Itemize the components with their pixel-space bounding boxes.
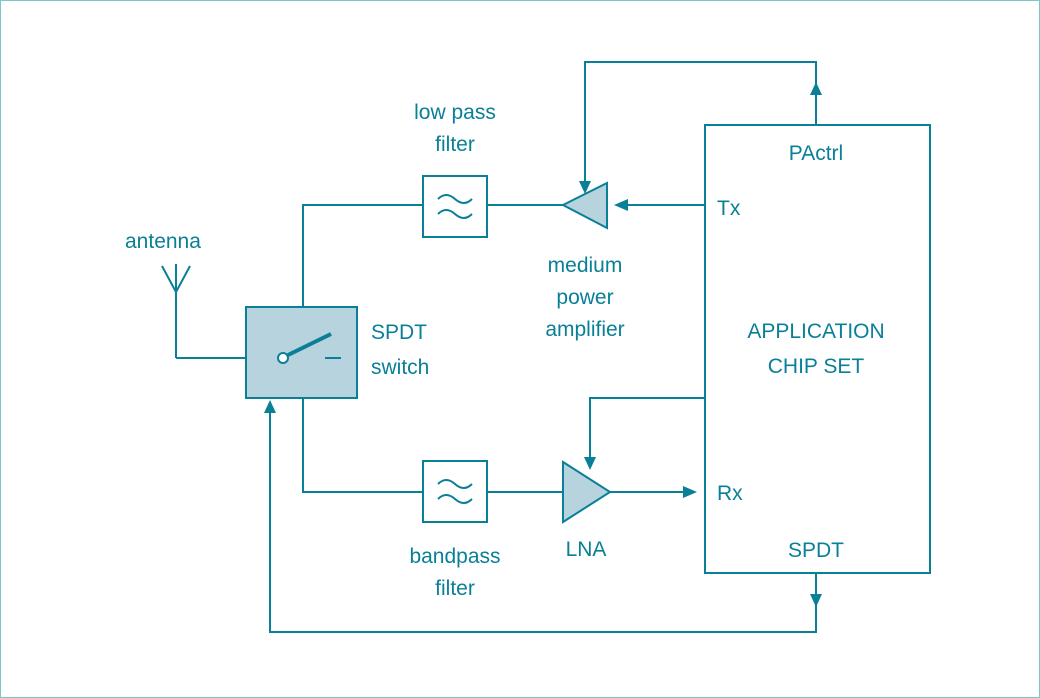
bandpass-filter-tilde-icon bbox=[437, 479, 473, 504]
spdt-control-arrow-up bbox=[264, 400, 276, 413]
bandpass-filter-block bbox=[422, 460, 488, 523]
amplifier-label-line1: medium bbox=[548, 254, 623, 277]
switch-pivot-icon bbox=[277, 352, 289, 364]
low-pass-filter-tilde-icon bbox=[437, 194, 473, 219]
lpf-label-line2: filter bbox=[435, 133, 475, 156]
rx-arrow bbox=[683, 486, 697, 498]
pin-pactrl-label: PActrl bbox=[789, 142, 843, 165]
antenna-icon bbox=[161, 264, 191, 358]
amplifier-label-line3: amplifier bbox=[545, 318, 624, 341]
switch-to-bpf-wire bbox=[302, 398, 423, 493]
lpf-label-line1: low pass bbox=[414, 101, 496, 124]
pactrl-arrow-down bbox=[579, 181, 591, 194]
spdt-switch-block bbox=[245, 306, 358, 399]
lna-control-arrow bbox=[584, 457, 596, 470]
bpf-label-line2: filter bbox=[435, 577, 475, 600]
low-pass-filter-block bbox=[422, 175, 488, 238]
bpf-label-line1: bandpass bbox=[409, 545, 500, 568]
switch-label-line2: switch bbox=[371, 356, 429, 379]
pin-rx-label: Rx bbox=[717, 482, 743, 505]
lpf-to-switch-wire bbox=[302, 204, 423, 307]
amplifier-label-line2: power bbox=[556, 286, 613, 309]
medium-power-amplifier-icon bbox=[560, 181, 608, 230]
chip-label-line2: CHIP SET bbox=[768, 355, 865, 378]
tx-arrow bbox=[614, 199, 628, 211]
pin-spdt-label: SPDT bbox=[788, 539, 844, 562]
switch-blade-icon bbox=[287, 332, 332, 357]
chip-label-line1: APPLICATION bbox=[747, 320, 884, 343]
lna-control-wire bbox=[589, 397, 705, 460]
switch-label-line1: SPDT bbox=[371, 321, 427, 344]
lna-label: LNA bbox=[566, 538, 607, 561]
pactrl-arrow-up bbox=[810, 82, 822, 95]
pin-tx-label: Tx bbox=[717, 197, 741, 220]
spdt-control-arrow-down bbox=[810, 594, 822, 607]
antenna-label: antenna bbox=[125, 230, 201, 253]
lna-icon bbox=[562, 460, 612, 524]
application-chip-set-block bbox=[704, 124, 931, 574]
